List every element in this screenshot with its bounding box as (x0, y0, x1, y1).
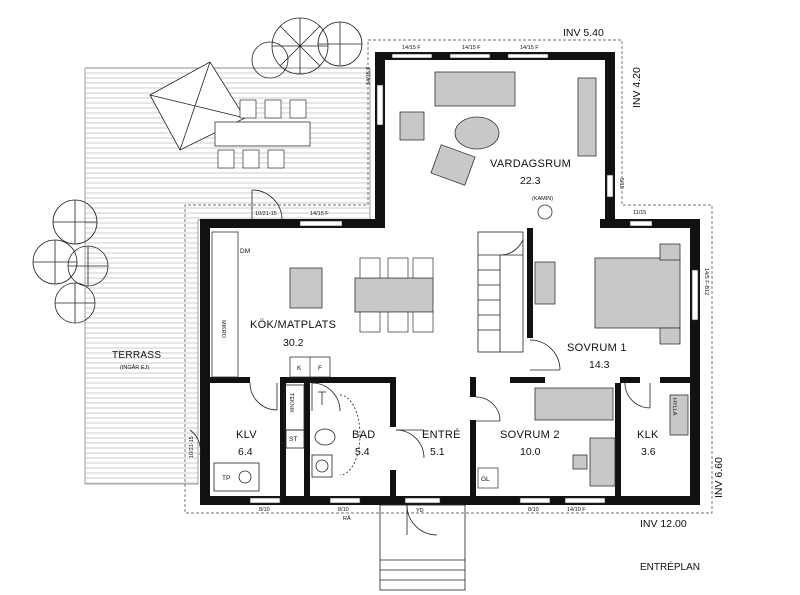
label-f: F (318, 365, 322, 372)
window-label: 8/10 (338, 507, 349, 513)
window-openings (249, 53, 699, 504)
label-tp: TP (222, 475, 230, 482)
window-label: 8/10 (528, 507, 539, 513)
room-note-terrass: (INGÅR EJ) (120, 364, 149, 371)
label-kamin: (KAMIN) (532, 196, 553, 202)
kitchen-furniture (211, 231, 434, 378)
room-area-sovrum1: 14.3 (589, 359, 610, 371)
stairs (477, 231, 524, 353)
bathroom-fixtures (213, 384, 361, 492)
label-hylla: HYLLA (671, 398, 677, 416)
label-teknik: TEKNIK (288, 393, 294, 413)
deck-edge (84, 67, 371, 485)
window-label: 11/15 (633, 210, 646, 216)
room-area-sovrum2: 10.0 (520, 446, 541, 458)
room-area-bad: 5.4 (355, 446, 370, 458)
terrace-table (214, 99, 311, 169)
window-labels: 14/15 F 14/15 F 14/15 F 14/15 F 10/21-15… (189, 45, 709, 522)
room-name-sovrum1: SOVRUM 1 (567, 342, 627, 354)
walls (200, 52, 700, 505)
room-name-kok: KÖK/MATPLATS (250, 319, 336, 331)
room-labels: VARDAGSRUM 22.3 (KAMIN) KÖK/MATPLATS 30.… (112, 158, 659, 458)
window-label: 14/5 F-B12 (703, 268, 709, 295)
tree-group-top (251, 17, 363, 79)
window-label: 14/15 F (462, 45, 481, 51)
bedroom2-furniture (477, 387, 689, 489)
tree-group-left (32, 199, 109, 324)
room-name-sovrum2: SOVRUM 2 (500, 429, 560, 441)
room-area-vardagsrum: 22.3 (520, 175, 541, 187)
room-name-klk: KLK (637, 429, 659, 441)
room-name-terrass: TERRASS (112, 350, 161, 361)
window-label: 14/15 F (402, 45, 421, 51)
window-label: 14/15 F (310, 211, 329, 217)
label-dm: DM (240, 248, 250, 255)
window-label: RÅ (343, 515, 351, 522)
entry-steps (379, 504, 466, 591)
room-name-bad: BAD (352, 429, 376, 441)
window-label: 14/15 F (520, 45, 539, 51)
dimension-labels: INV 5.40 INV 4.20 INV 6.60 INV 12.00 (563, 27, 725, 530)
room-area-klk: 3.6 (641, 446, 656, 458)
dim-right-upper: INV 4.20 (631, 67, 643, 108)
room-area-entre: 5.1 (430, 446, 445, 458)
dim-right-lower: INV 6.60 (713, 457, 725, 498)
label-k: K (297, 365, 302, 372)
window-label: 14/15 F (366, 66, 372, 85)
room-area-kok: 30.2 (283, 337, 304, 349)
room-area-klv: 6.4 (238, 446, 253, 458)
window-label: 5/15 (618, 178, 624, 189)
dim-top: INV 5.40 (563, 27, 604, 39)
label-st: ST (289, 436, 297, 443)
plan-title: ENTRÉPLAN (640, 560, 700, 573)
bedroom1-furniture (534, 243, 681, 345)
window-label: 8/10 (259, 507, 270, 513)
label-yd: YD (416, 508, 424, 514)
window-label: 14/10 F (567, 507, 586, 513)
room-name-entre: ENTRÉ (422, 428, 461, 441)
dimension-frame (184, 39, 713, 514)
living-room-furniture (399, 71, 597, 220)
label-gl: GL (481, 476, 490, 483)
label-mikro: MIKRO (220, 320, 226, 339)
window-label: 10/21-15 (255, 211, 277, 217)
door-swings (189, 189, 651, 536)
dim-bottom: INV 12.00 (640, 518, 687, 530)
window-label: 10/21-15 (189, 436, 195, 458)
room-name-vardagsrum: VARDAGSRUM (490, 158, 571, 170)
room-name-klv: KLV (236, 429, 257, 441)
fixture-labels: DM MIKRO K F TEKNIK ST TP GL HYLLA YD (220, 248, 677, 514)
